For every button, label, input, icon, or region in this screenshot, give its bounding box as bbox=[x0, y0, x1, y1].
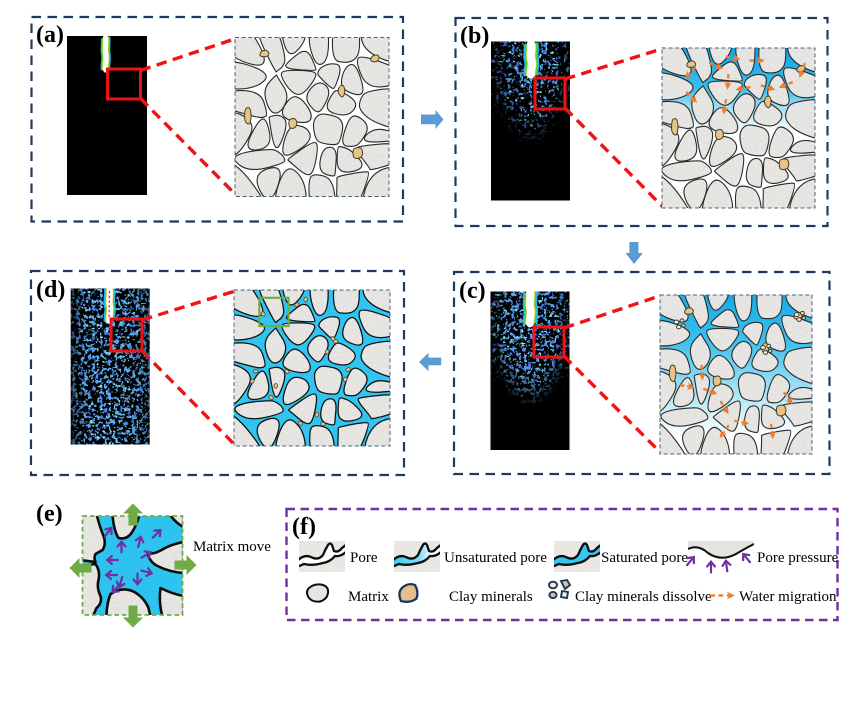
svg-text:(d): (d) bbox=[36, 277, 65, 303]
svg-text:Matrix move: Matrix move bbox=[193, 539, 271, 555]
svg-text:(c): (c) bbox=[459, 278, 486, 304]
svg-text:Pore pressure: Pore pressure bbox=[757, 550, 839, 566]
svg-text:Clay minerals dissolve: Clay minerals dissolve bbox=[575, 589, 712, 605]
svg-text:(a): (a) bbox=[36, 22, 64, 48]
svg-text:(b): (b) bbox=[460, 23, 489, 49]
svg-text:(f): (f) bbox=[292, 514, 316, 540]
svg-text:Clay minerals: Clay minerals bbox=[449, 589, 533, 605]
svg-text:Unsaturated pore: Unsaturated pore bbox=[444, 550, 547, 566]
svg-text:Saturated pore: Saturated pore bbox=[601, 550, 688, 566]
svg-text:Matrix: Matrix bbox=[348, 589, 389, 605]
svg-text:Pore: Pore bbox=[350, 550, 378, 566]
svg-text:(e): (e) bbox=[36, 501, 63, 527]
svg-text:Water migration: Water migration bbox=[739, 589, 837, 605]
